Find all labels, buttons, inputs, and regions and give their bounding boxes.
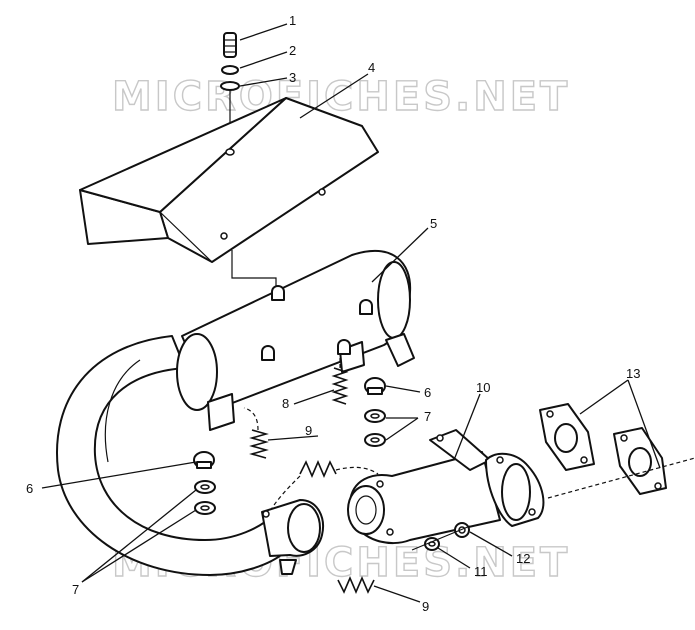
callout-2: 2 [289, 43, 296, 58]
callout-12: 12 [516, 551, 530, 566]
stud-axis-line [411, 525, 471, 551]
gasket-alignment-line [547, 457, 695, 499]
spring-part-9-b [271, 459, 379, 509]
muffler-part-5 [176, 250, 415, 431]
spring-part-9-c [337, 575, 375, 595]
callout-3: 3 [289, 70, 296, 85]
gasket-part-13-b [613, 427, 667, 495]
washers-part-7-left [194, 480, 216, 515]
callout-7-right: 7 [424, 409, 431, 424]
mount-alignment-line [231, 250, 277, 292]
callout-8: 8 [282, 396, 289, 411]
leader-lines [41, 23, 661, 603]
manifold-part-10 [347, 429, 545, 545]
washer-part-12 [454, 522, 470, 538]
bolt-part-1 [223, 32, 237, 58]
callout-4: 4 [368, 60, 375, 75]
spring-part-8 [331, 358, 349, 405]
spring-part-9-a [243, 407, 269, 459]
pipe-coupling [261, 499, 324, 575]
callout-1: 1 [289, 13, 296, 28]
gasket-part-13-a [539, 403, 595, 471]
callout-10: 10 [476, 380, 490, 395]
callout-11: 11 [474, 564, 488, 579]
washer-part-2 [221, 65, 239, 75]
callout-13: 13 [626, 366, 640, 381]
heat-shield-part-4 [79, 97, 379, 263]
callout-5: 5 [430, 216, 437, 231]
callout-6-left: 6 [26, 481, 33, 496]
grommet-part-6-left [193, 451, 215, 469]
grommet-part-6-right [364, 377, 386, 395]
callout-7-left: 7 [72, 582, 79, 597]
callout-6-right: 6 [424, 385, 431, 400]
washers-part-7-right [364, 409, 386, 447]
watermark-top: MICROFICHES.NET [112, 74, 570, 120]
callout-9-top: 9 [305, 423, 312, 438]
callout-9-bottom: 9 [422, 599, 429, 614]
lock-washer-part-3 [220, 81, 240, 91]
